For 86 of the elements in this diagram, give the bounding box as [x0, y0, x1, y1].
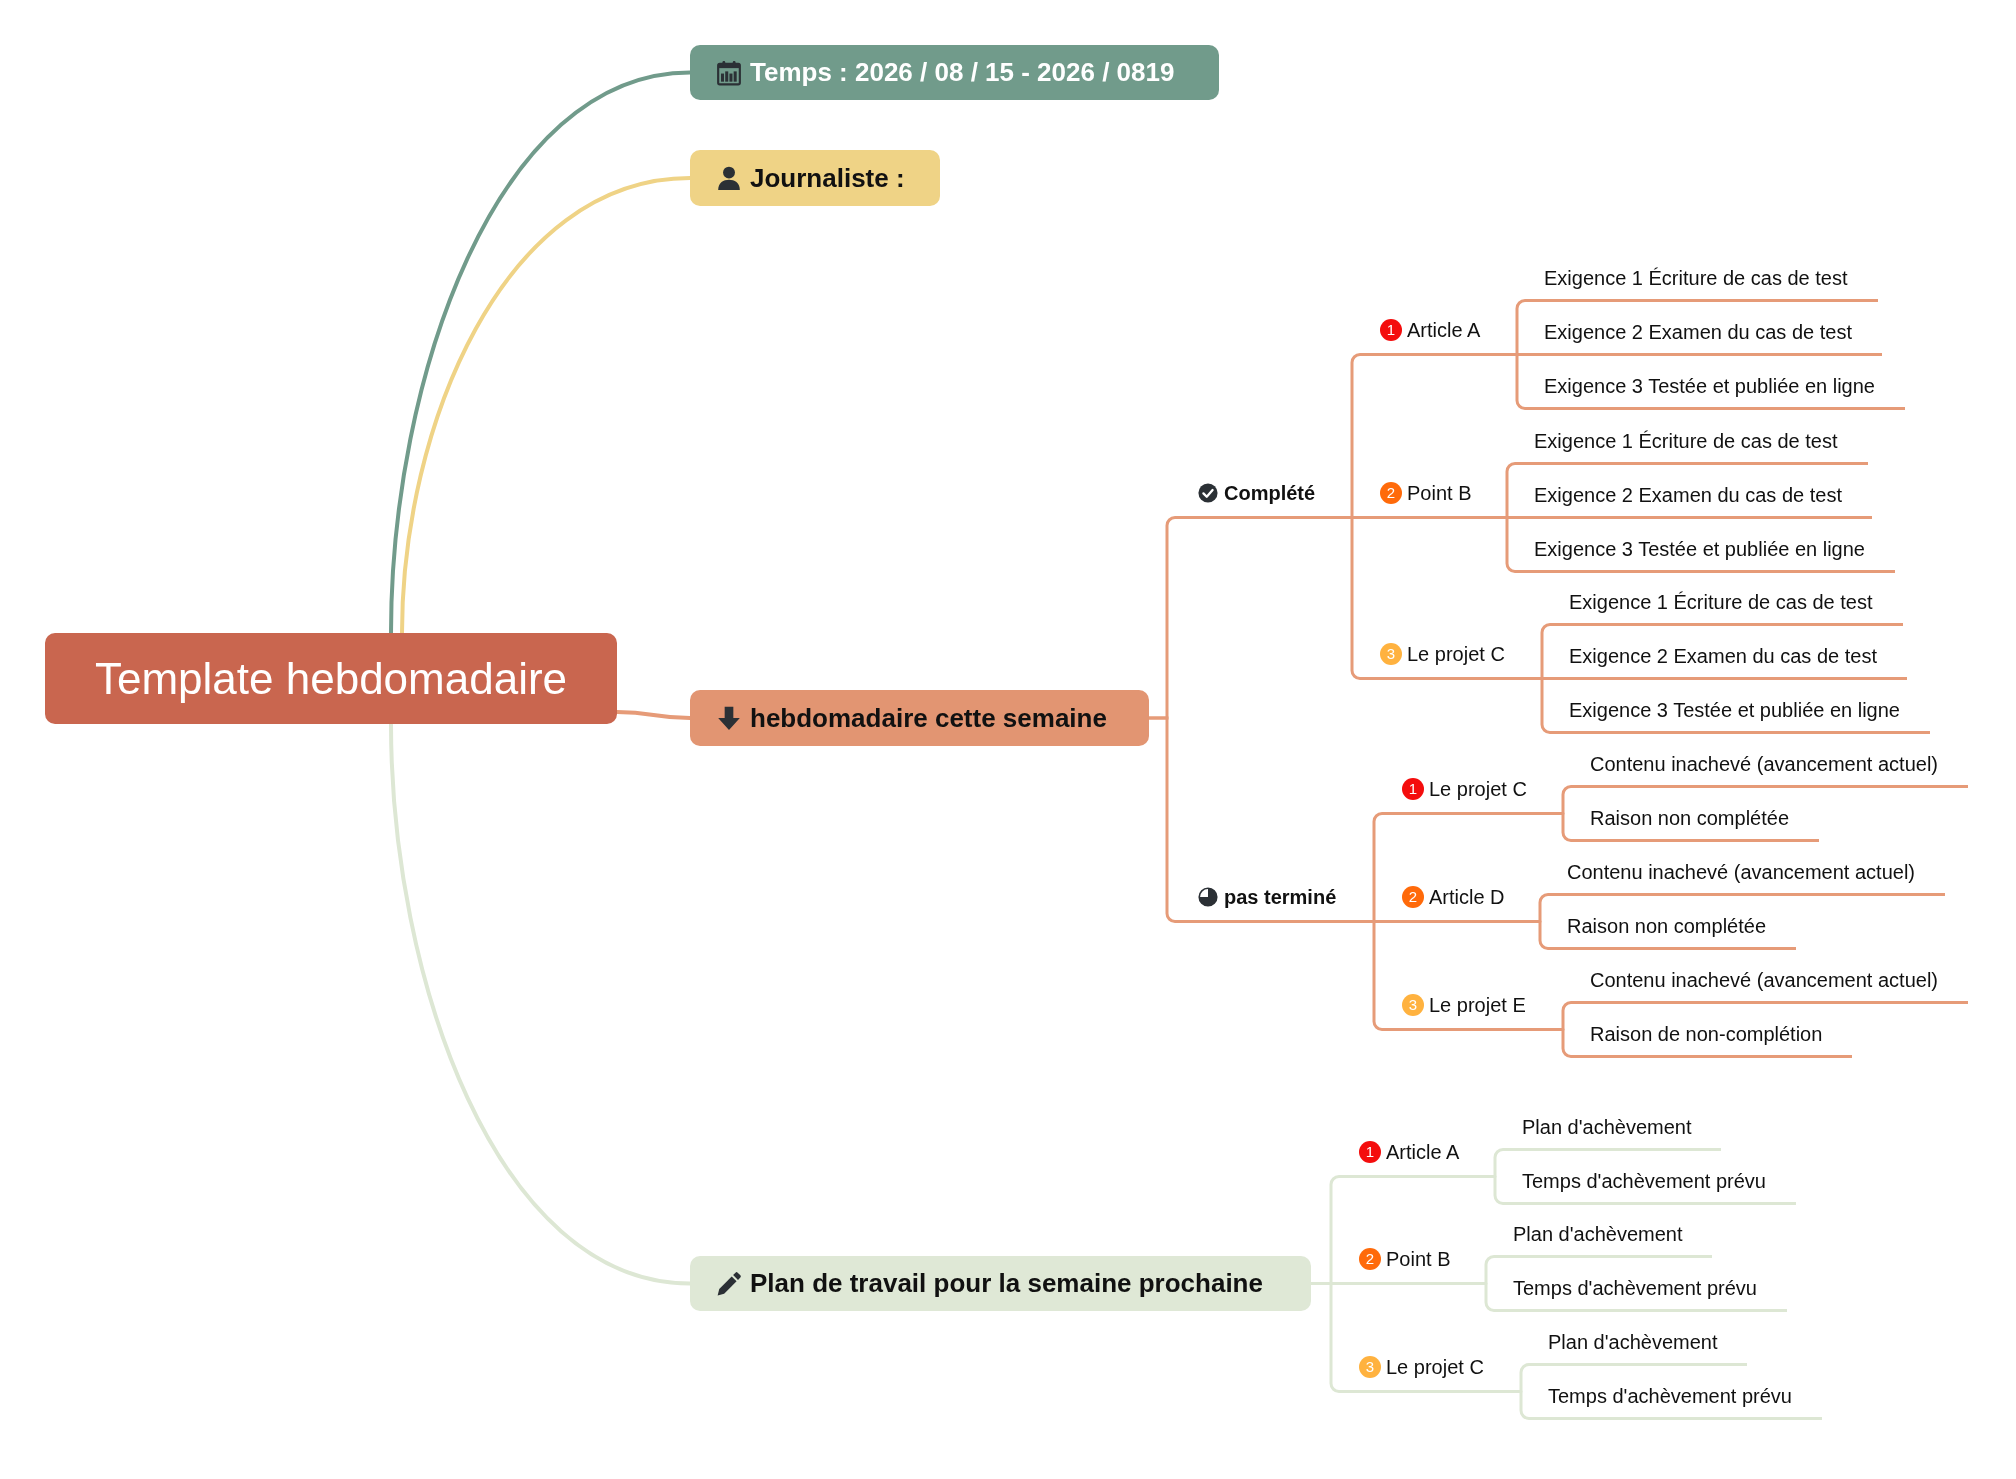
underlined-topic: [1550, 588, 1903, 626]
topic-text: Plan d'achèvement: [1513, 1221, 1683, 1247]
topic-text: Point B: [1407, 480, 1472, 506]
connector-line: [1519, 1390, 1531, 1420]
priority-marker: 3: [1380, 642, 1402, 665]
topic-text: Exigence 1 Écriture de cas de test: [1534, 428, 1838, 454]
priority-marker: 1: [1380, 318, 1402, 341]
topic-text: Exigence 3 Testée et publiée en ligne: [1534, 536, 1865, 562]
priority-marker: 1: [1359, 1140, 1381, 1163]
topic-text: Exigence 2 Examen du cas de test: [1569, 643, 1877, 669]
topic-text: Article A: [1386, 1139, 1460, 1165]
topic-box: [690, 45, 1219, 100]
topic-box: [690, 150, 940, 206]
topic-text: Article D: [1429, 884, 1505, 910]
priority-marker: 2: [1380, 481, 1402, 504]
topic-text: Le projet C: [1407, 641, 1505, 667]
topic-text: Plan d'achèvement: [1522, 1114, 1692, 1140]
connector-line: [1493, 1175, 1505, 1205]
topic-text: Le projet E: [1429, 992, 1526, 1018]
topic-box: [690, 690, 1149, 746]
connector-line: [1538, 893, 1550, 923]
connector-line: [389, 70, 692, 635]
connector-line: [615, 710, 692, 720]
connector-line: [400, 176, 692, 635]
connector-line: [1515, 353, 1527, 356]
connector-line: [1372, 920, 1384, 923]
topic-title: Journaliste :: [750, 162, 905, 194]
topic-text: Raison non complétée: [1590, 805, 1789, 831]
topic-text: Temps d'achèvement prévu: [1522, 1168, 1766, 1194]
connector-line: [1505, 516, 1517, 573]
topic-text: Contenu inachevé (avancement actuel): [1590, 751, 1938, 777]
topic-text: Raison de non-complétion: [1590, 1021, 1823, 1047]
topic-text: Point B: [1386, 1246, 1451, 1272]
topic-text: Article A: [1407, 317, 1481, 343]
connector-line: [1350, 353, 1362, 519]
connector-line: [1484, 1282, 1496, 1312]
central-topic-title: Template hebdomadaire: [94, 653, 568, 704]
priority-marker: 2: [1402, 885, 1424, 908]
priority-marker: 2: [1359, 1247, 1381, 1270]
connector-line: [1350, 516, 1362, 519]
connector-line: [389, 722, 692, 1286]
topic-text: pas terminé: [1224, 884, 1337, 910]
topic-text: Exigence 2 Examen du cas de test: [1534, 482, 1842, 508]
topic-text: Exigence 3 Testée et publiée en ligne: [1569, 697, 1900, 723]
central-topic-box: [45, 633, 617, 724]
priority-marker: 1: [1402, 777, 1424, 800]
topic-text: Exigence 3 Testée et publiée en ligne: [1544, 373, 1875, 399]
underlined-topic: [1525, 264, 1878, 302]
topic-title: Plan de travail pour la semaine prochaine: [750, 1268, 1263, 1299]
underlined-topic: [1515, 427, 1868, 465]
connector-line: [1493, 1148, 1505, 1178]
topic-text: Exigence 1 Écriture de cas de test: [1569, 589, 1873, 615]
connector-line: [1372, 920, 1384, 1031]
topic-text: Temps d'achèvement prévu: [1548, 1383, 1792, 1409]
topic-text: Contenu inachevé (avancement actuel): [1590, 967, 1938, 993]
priority-marker: 3: [1359, 1355, 1381, 1378]
topic-text: Exigence 1 Écriture de cas de test: [1544, 265, 1848, 291]
topic-text: Temps d'achèvement prévu: [1513, 1275, 1757, 1301]
topic-box: [690, 1256, 1311, 1311]
connector-line: [1515, 299, 1527, 356]
topic-text: Exigence 2 Examen du cas de test: [1544, 319, 1852, 345]
connector-line: [1561, 1028, 1573, 1058]
connector-line: [1561, 1001, 1573, 1031]
connector-line: [1540, 677, 1552, 680]
connector-line: [1484, 1255, 1496, 1285]
topic-text: Complété: [1224, 480, 1316, 506]
topic-title: Temps : 2026 / 08 / 15 - 2026 / 0819: [750, 57, 1175, 88]
topic-title: hebdomadaire cette semaine: [750, 702, 1107, 734]
connector-line: [1561, 812, 1573, 842]
topic-text: Le projet C: [1386, 1354, 1484, 1380]
topic-text: Le projet C: [1429, 776, 1527, 802]
topic-text: Raison non complétée: [1567, 913, 1766, 939]
topic-text: Plan d'achèvement: [1548, 1329, 1718, 1355]
connector-line: [1515, 353, 1527, 410]
connector-line: [1505, 462, 1517, 519]
connector-line: [1350, 516, 1362, 680]
priority-marker: 3: [1402, 993, 1424, 1016]
connector-line: [1372, 812, 1384, 923]
connector-line: [1538, 920, 1550, 950]
connector-line: [1505, 516, 1517, 519]
connector-line: [1519, 1363, 1531, 1393]
topic-text: Contenu inachevé (avancement actuel): [1567, 859, 1915, 885]
connector-line: [1561, 785, 1573, 815]
connector-line: [1147, 716, 1177, 923]
connector-line: [1540, 623, 1552, 680]
connector-line: [1540, 677, 1552, 734]
